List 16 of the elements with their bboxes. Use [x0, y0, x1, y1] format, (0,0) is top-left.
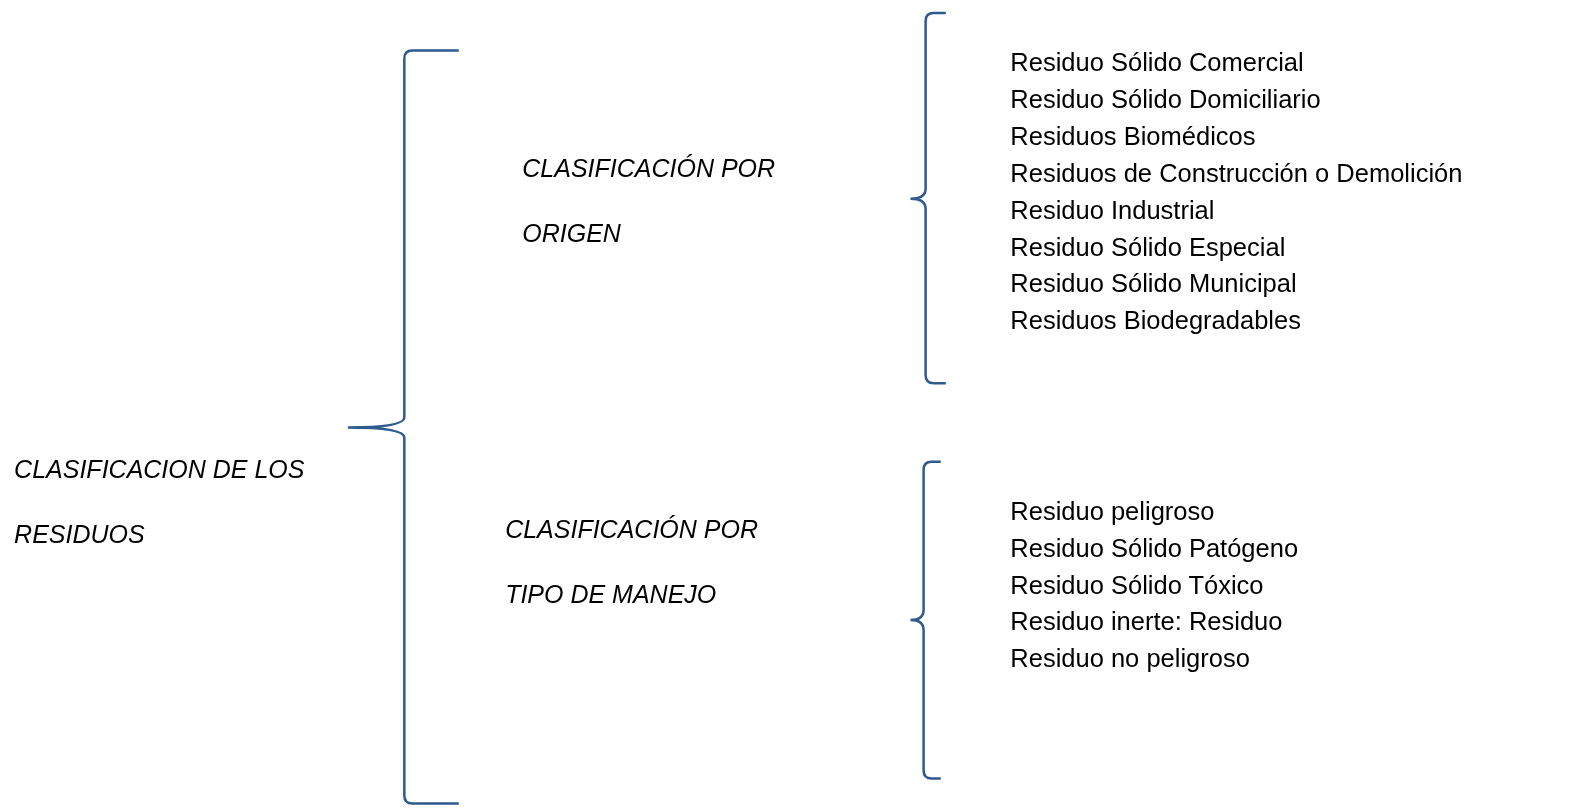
list-item: Residuo Sólido Especial — [1010, 231, 1286, 263]
list-item: Residuo peligroso — [1010, 495, 1215, 527]
list-item: Residuo Industrial — [1010, 194, 1215, 226]
list-item: Residuo Sólido Comercial — [1010, 47, 1304, 78]
list-item: Residuos Biomédicos — [1010, 120, 1256, 152]
category-heading: CLASIFICACIÓN POR TIPO DE MANEJO — [505, 513, 759, 610]
category-heading: CLASIFICACIÓN POR ORIGEN — [522, 152, 777, 249]
category-heading: CLASIFICACION DE LOS RESIDUOS — [14, 454, 306, 551]
list-item: Residuo Sólido Domiciliario — [1010, 83, 1321, 115]
list-item: Residuos Biodegradables — [1010, 305, 1301, 337]
list-item: Residuo Sólido Municipal — [1010, 268, 1297, 300]
list-item: Residuo Sólido Patógeno — [1010, 532, 1299, 564]
list-item: Residuos de Construcción o Demolición — [1010, 157, 1463, 189]
list-item: Residuo Sólido Tóxico — [1010, 569, 1264, 601]
list-item: Residuo inerte: Residuo — [1010, 606, 1283, 638]
list-item: Residuo no peligroso — [1010, 643, 1250, 675]
